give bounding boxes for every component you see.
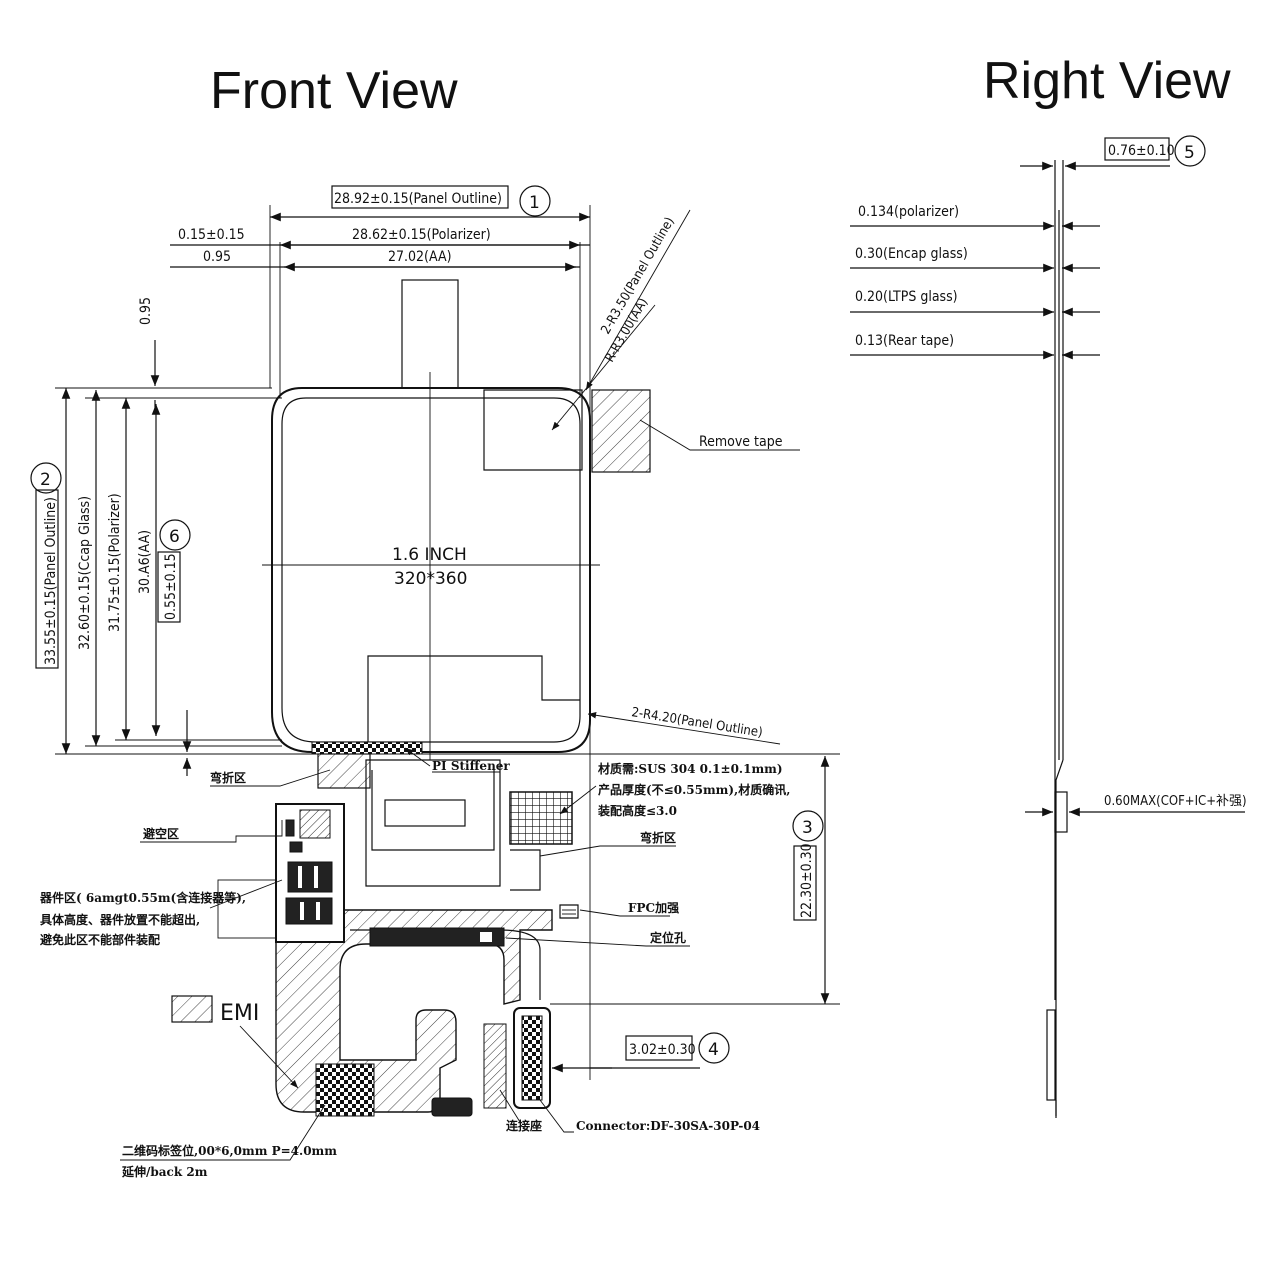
bend-zone-right: 弯折区 — [640, 830, 676, 845]
corner-radius-bottom: 2-R4.20(Panel Outline) — [630, 705, 763, 741]
qr-label-line-2: 延伸/back 2m — [121, 1164, 208, 1179]
callout-4: 4 — [708, 1040, 719, 1060]
component-zone-line-3: 避免此区不能部件装配 — [40, 932, 160, 947]
panel-resolution: 320*360 — [394, 569, 467, 589]
ltps-glass-thickness: 0.20(LTPS glass) — [855, 289, 958, 305]
ccap-glass-height: 32.60±0.15(Ccap Glass) — [77, 496, 93, 650]
callout-5: 5 — [1184, 143, 1195, 163]
connector-offset: 3.02±0.30 — [629, 1042, 696, 1058]
front-view-title: Front View — [210, 62, 458, 120]
component-zone-line-2: 具体高度、器件放置不能超出, — [40, 912, 200, 927]
connector-zone-label: 连接座 — [506, 1118, 542, 1133]
callout-1: 1 — [529, 193, 540, 213]
material-line-3: 装配高度≤3.0 — [597, 803, 677, 818]
material-line-1: 材质需:SUS 304 0.1±0.1mm) — [597, 761, 783, 776]
bottom-offset: 0.55±0.15 — [163, 553, 179, 620]
cof-max-thickness: 0.60MAX(COF+IC+补强) — [1104, 794, 1247, 809]
panel-outline-height: 33.55±0.15(Panel Outline) — [43, 497, 59, 665]
aa-height: 30.A6(AA) — [137, 530, 153, 594]
callout-6: 6 — [169, 527, 180, 547]
remove-tape-label: Remove tape — [699, 434, 783, 450]
pi-stiffener-label: PI Stiffener — [432, 759, 510, 773]
rear-tape-thickness: 0.13(Rear tape) — [855, 333, 954, 349]
total-thickness: 0.76±0.10 — [1108, 143, 1175, 159]
polarizer-thickness: 0.134(polarizer) — [858, 204, 959, 220]
panel-size: 1.6 INCH — [392, 545, 467, 565]
locating-hole-label: 定位孔 — [650, 930, 686, 945]
offset-095-h: 0.95 — [203, 249, 231, 265]
fpc-height: 22.30±0.30 — [799, 843, 815, 918]
callout-3: 3 — [802, 818, 813, 838]
keepout-zone-label: 避空区 — [143, 826, 179, 841]
front-view-panel — [55, 205, 840, 1080]
connector-label: Connector:DF-30SA-30P-04 — [576, 1119, 760, 1133]
front-view-fpc — [275, 741, 579, 1117]
right-view: 0.76±0.10 5 0.134(polarizer) 0.30(Encap … — [850, 135, 1247, 1118]
fpc-stiffener-label: FPC加强 — [628, 900, 679, 915]
material-line-2: 产品厚度(不≤0.55mm),材质确讯, — [598, 782, 790, 797]
bend-zone-left: 弯折区 — [210, 770, 246, 785]
qr-label-line-1: 二维码标签位,00*6,0mm P=4.0mm — [122, 1143, 337, 1158]
polarizer-width: 28.62±0.15(Polarizer) — [352, 227, 491, 243]
right-view-title: Right View — [983, 52, 1231, 110]
panel-outline-width: 28.92±0.15(Panel Outline) — [334, 191, 502, 207]
component-zone-line-1: 器件区( 6amgt0.55m(含连接器等), — [39, 890, 246, 905]
encap-glass-thickness: 0.30(Encap glass) — [855, 246, 968, 262]
polarizer-height: 31.75±0.15(Polarizer) — [107, 493, 123, 632]
aa-width: 27.02(AA) — [388, 249, 452, 265]
callout-2: 2 — [40, 470, 51, 490]
emi-label: EMI — [220, 1001, 259, 1026]
offset-015: 0.15±0.15 — [178, 227, 245, 243]
offset-095-v: 0.95 — [138, 297, 154, 325]
